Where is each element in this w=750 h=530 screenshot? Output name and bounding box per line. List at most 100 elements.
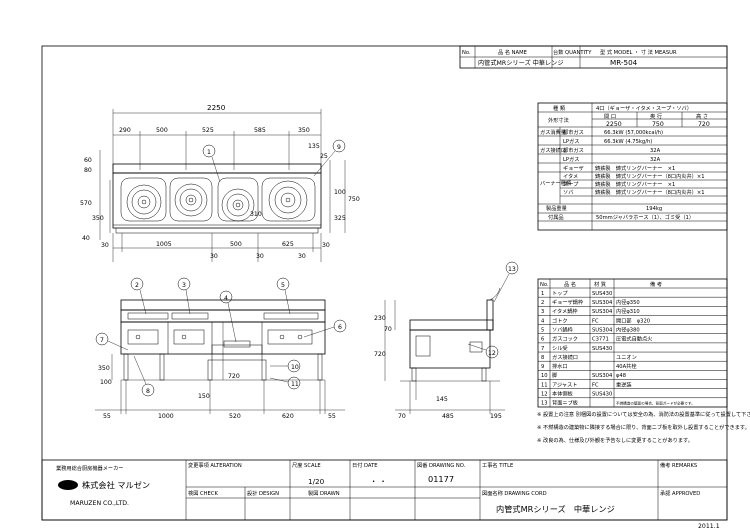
side-left-dim: 720 bbox=[374, 351, 386, 358]
spec-dim-sub: 奥 行 bbox=[650, 112, 662, 120]
footer-date: 2011.1 bbox=[698, 523, 720, 530]
front-callout-11: 11 bbox=[291, 381, 299, 388]
parts-cell: 内径φ310 bbox=[616, 307, 640, 315]
plan-top-dim: 350 bbox=[298, 127, 310, 134]
spec-row-value: 鋳鉄製 鋳式リングバーナー ×1 bbox=[595, 164, 675, 172]
parts-cell: 9 bbox=[541, 364, 544, 370]
parts-cell: ソバ鍋枠 bbox=[552, 325, 573, 333]
parts-cell: SUS304 bbox=[592, 373, 613, 379]
parts-cell: 3 bbox=[541, 309, 544, 315]
header-block: No. 品 名 NAME 台数 QUANTITY 型 式 MODEL ・ 寸 法… bbox=[459, 45, 728, 69]
spec-row-value: 鋳鉄製 鋳式リングバーナー（8口内炎弁）×1 bbox=[595, 188, 705, 196]
parts-cell: SUS304 bbox=[592, 300, 613, 306]
front-left-dim: 100 bbox=[100, 379, 112, 386]
drawing-no: 01177 bbox=[428, 474, 454, 484]
company-name: 株式会社 マルゼン bbox=[82, 480, 150, 490]
parts-cell: 内径φ380 bbox=[616, 325, 640, 333]
plan-callout-1: 1 bbox=[207, 149, 211, 156]
front-bottom-dim: 620 bbox=[282, 413, 294, 420]
date-label: 日付 DATE bbox=[352, 461, 378, 469]
drawing-title: 内管式MRシリーズ 中華レンジ bbox=[496, 504, 615, 514]
spec-row-value: 32A bbox=[650, 157, 661, 163]
parts-cell: 内径φ350 bbox=[616, 298, 640, 306]
parts-cell: ユニオン bbox=[616, 354, 637, 361]
plan-left-dim: 350 bbox=[92, 215, 104, 222]
parts-cell: 8 bbox=[541, 355, 544, 361]
front-callout-10: 10 bbox=[291, 364, 299, 371]
parts-cell: FC bbox=[592, 318, 599, 324]
spec-row-label: 外形寸法 bbox=[548, 116, 569, 124]
plan-left-dim: 60 bbox=[84, 157, 92, 164]
parts-cell: ガス接続口 bbox=[552, 353, 578, 361]
parts-cell: 40A共栓 bbox=[616, 362, 637, 370]
scale-label: 尺度 SCALE bbox=[292, 461, 321, 469]
side-top-dim: 70 bbox=[384, 326, 392, 333]
approved-label: 承認 APPROVED bbox=[660, 489, 700, 497]
spec-row-sublabel: 都市ガス bbox=[563, 146, 584, 154]
spec-row-value: 4口（ギョーザ・イタメ・スープ・ソバ） bbox=[596, 104, 692, 112]
plan-view: 2250 290 500 525 585 350 bbox=[80, 103, 360, 262]
parts-cell: 10 bbox=[541, 373, 548, 379]
spec-dim-sub: 高 さ bbox=[696, 112, 708, 120]
spec-row-value: 鋳鉄製 鋳式リングバーナー ×1 bbox=[595, 180, 675, 188]
design-label: 設計 DESIGN bbox=[247, 489, 279, 497]
spec-row-sublabel: ギョーザ bbox=[563, 165, 584, 172]
front-center-dim: 720 bbox=[228, 373, 240, 380]
parts-header: 備 考 bbox=[650, 280, 662, 288]
scale-value: 1/20 bbox=[308, 477, 325, 486]
front-bottom-dim: 55 bbox=[103, 413, 111, 420]
front-callout-7: 7 bbox=[100, 337, 104, 344]
parts-cell: ギョーザ鍋枠 bbox=[552, 298, 583, 306]
front-view: 2 3 4 5 6 7 8 10 11 350 100 150 720 bbox=[95, 277, 347, 420]
drawing-no-label: 図番 DRAWING NO. bbox=[417, 462, 466, 469]
front-callout-5: 5 bbox=[281, 282, 285, 289]
spec-dim-value: 750 bbox=[652, 121, 664, 128]
parts-cell: トップ bbox=[552, 290, 568, 297]
front-bottom-dim: 1000 bbox=[158, 413, 174, 420]
plan-bottom-sub-dim: 30 bbox=[298, 253, 306, 260]
plan-bottom-dim: 1005 bbox=[156, 241, 172, 248]
header-col-name: 品 名 NAME bbox=[498, 48, 527, 56]
spec-row-label: 付属品 bbox=[548, 213, 564, 221]
plan-bottom-sub-dim: 30 bbox=[256, 253, 264, 260]
parts-cell: SUS304 bbox=[592, 327, 613, 333]
title-label: 工事名 TITLE bbox=[482, 461, 513, 469]
plan-right-dim: 135 bbox=[308, 143, 320, 150]
check-label: 検図 CHECK bbox=[188, 489, 218, 497]
front-center-dim: 150 bbox=[198, 393, 210, 400]
parts-cell: SUS430 bbox=[592, 346, 612, 352]
drawn-label: 製図 DRAWN bbox=[308, 489, 340, 497]
parts-cell: ゴトク bbox=[552, 316, 568, 324]
header-product-name: 内管式MRシリーズ 中華レンジ bbox=[478, 59, 564, 67]
parts-cell: 圧電式自動点火 bbox=[616, 335, 652, 343]
note-line: ※ 設置上の注意 別梱図の設置については安全の為、消防法の設置基準に従って設置し… bbox=[537, 410, 750, 418]
plan-right-dim: 25 bbox=[320, 153, 328, 160]
spec-row-label: 製品重量 bbox=[546, 204, 567, 212]
parts-header: 品 名 bbox=[564, 280, 576, 288]
parts-cell: 4 bbox=[541, 318, 545, 324]
plan-callout-9: 9 bbox=[337, 144, 341, 151]
spec-row-sublabel: LPガス bbox=[563, 137, 579, 145]
parts-cell: 13 bbox=[541, 401, 548, 407]
plan-bottom-dim: 30 bbox=[322, 242, 330, 249]
spec-row-label: ガス消費量 bbox=[540, 128, 566, 136]
plan-top-dim: 290 bbox=[119, 127, 131, 134]
parts-cell: 5 bbox=[541, 327, 544, 333]
front-callout-8: 8 bbox=[146, 388, 150, 395]
front-callout-3: 3 bbox=[182, 282, 186, 289]
parts-cell: シル受 bbox=[552, 344, 568, 352]
drawing-cord-label: 図面名称 DRAWING CORD bbox=[482, 489, 547, 497]
parts-cell: SUS430 bbox=[592, 392, 612, 398]
note-line: ※ 改良の為、仕様及び外観を予告なしに変更することがあります。 bbox=[537, 436, 693, 444]
spec-row-value: 66.3kW (4.75kg/h) bbox=[604, 139, 652, 145]
parts-cell: 7 bbox=[541, 346, 544, 352]
parts-cell: 背面ニブ板 bbox=[552, 399, 579, 407]
remarks-label: 備考 REMARKS bbox=[660, 461, 697, 469]
parts-cell: イタメ鍋枠 bbox=[552, 307, 578, 315]
plan-top-dim: 525 bbox=[202, 127, 214, 134]
side-bottom-dim: 485 bbox=[442, 413, 454, 420]
parts-cell: 重逆装 bbox=[616, 380, 632, 388]
side-callout-13: 13 bbox=[508, 266, 516, 273]
parts-cell: 不燃構造の壁面の場合、背面ガードが必要です。 bbox=[616, 401, 695, 406]
parts-cell: FC bbox=[592, 382, 599, 388]
